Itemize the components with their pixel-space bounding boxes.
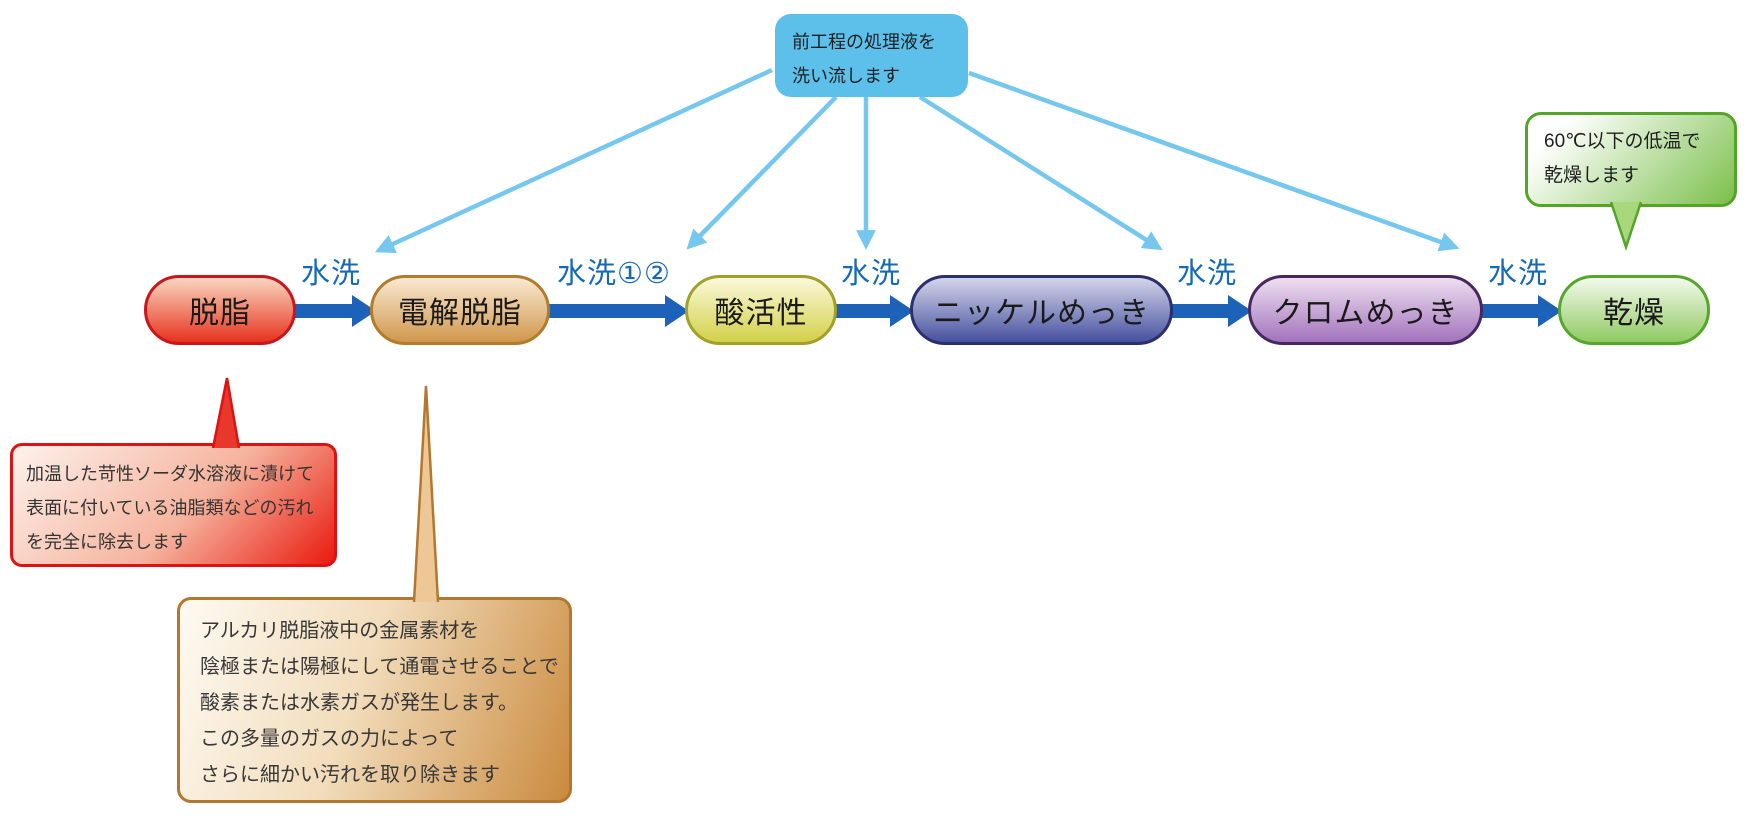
dry-callout: 60℃以下の低温で 乾燥します [1525,112,1737,207]
step-drying: 乾燥 [1558,275,1710,345]
flow-arrow-5 [1481,295,1562,327]
degreasing-note-line1: 加温した苛性ソーダ水溶液に漬けて [26,464,314,484]
flow-arrow-2 [548,295,689,327]
dry-callout-tail [1609,201,1643,251]
electro-degreasing-note: アルカリ脱脂液中の金属素材を 陰極または陽極にして通電させることで 酸素または水… [177,597,572,803]
step-chrome-plating: クロムめっき [1248,275,1483,345]
wash-label-2: 水洗①② [557,258,671,290]
step-acid-activation: 酸活性 [685,275,837,345]
flow-arrow-4 [1171,295,1252,327]
electro-note-line3: 酸素または水素ガスが発生します。 [200,692,518,714]
electro-note-line2: 陰極または陽極にして通電させることで [200,656,559,678]
wash-label-4: 水洗 [1176,258,1238,290]
electro-note-line4: この多量のガスの力によって [200,728,459,750]
rinse-callout: 前工程の処理液を 洗い流します [775,14,968,97]
wash-label-1: 水洗 [300,258,362,290]
dry-callout-line2: 乾燥します [1544,165,1640,186]
wash-arrow-1 [374,67,773,254]
rinse-callout-line2: 洗い流します [792,66,900,86]
wash-arrow-2 [686,95,838,250]
dry-callout-line1: 60℃以下の低温で [1544,131,1701,152]
electro-note-line5: さらに細かい汚れを取り除きます [200,764,500,786]
electro-note-line1: アルカリ脱脂液中の金属素材を [200,620,480,642]
electro-note-tail [412,385,440,603]
rinse-callout-line1: 前工程の処理液を [792,32,936,52]
wash-label-5: 水洗 [1487,258,1549,290]
degreasing-note-tail [211,377,241,449]
step-nickel-plating: ニッケルめっき [910,275,1173,345]
flow-arrow-1 [294,295,376,327]
step-electrolytic-degreasing: 電解脱脂 [370,275,550,345]
wash-arrow-5 [968,70,1460,252]
degreasing-note-line2: 表面に付いている油脂類などの汚れ [26,498,314,518]
degreasing-note-line3: を完全に除去します [26,532,188,552]
wash-arrow-4 [918,95,1163,251]
wash-label-3: 水洗 [840,258,902,290]
degreasing-note: 加温した苛性ソーダ水溶液に漬けて 表面に付いている油脂類などの汚れ を完全に除去… [10,443,337,567]
step-degreasing: 脱脂 [144,275,296,345]
flow-arrow-3 [835,295,914,327]
